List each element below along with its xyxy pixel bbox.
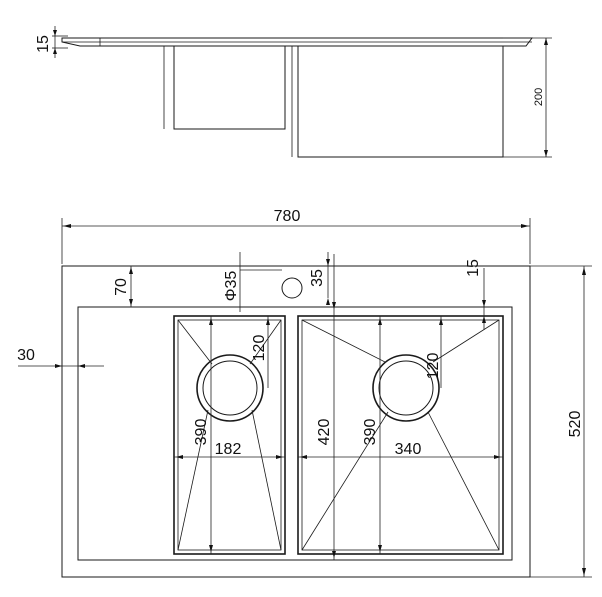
dim-right-drain-label: 120 [425, 353, 442, 380]
dim-right-390-arrow-top [378, 318, 382, 325]
top-view: 390 120 182 420 [17, 208, 592, 578]
dim-200-arrow-top [544, 38, 548, 45]
right-drain-inner [378, 360, 434, 416]
right-fold-tl [301, 319, 386, 363]
left-fold-tr [249, 319, 282, 365]
dim-right-420-arrow-bottom [332, 551, 336, 558]
dim-70-arrow-bottom [129, 299, 133, 306]
tap-hole [281, 277, 303, 299]
side-large-bowl [297, 46, 504, 158]
right-fold-br [427, 411, 500, 551]
dim-right-340-arrow-right [494, 455, 501, 459]
right-bowl-outer [297, 315, 504, 555]
dim-side-margin-label: 30 [17, 347, 35, 364]
left-bowl: 390 120 182 [173, 315, 286, 555]
left-drain-inner [202, 360, 258, 416]
dim-left-390-arrow-top [209, 318, 213, 325]
side-plate [61, 37, 533, 47]
left-fold-br [251, 409, 282, 551]
dim-520-arrow-top [582, 267, 586, 275]
dim-780-arrow-left [63, 224, 71, 228]
dim-total-width-label: 780 [274, 208, 301, 225]
dim-tap-offset-arrow-top [326, 259, 330, 266]
dim-15-arrow-top [53, 30, 57, 36]
dim-520-arrow-bottom [582, 568, 586, 576]
dim-thickness-label: 15 [35, 35, 52, 53]
dim-right-340-arrow-left [300, 455, 307, 459]
dim-right-120-arrow [439, 318, 443, 325]
dim-left-390-arrow-bottom [209, 545, 213, 552]
side-small-bowl [173, 46, 286, 130]
left-fold-bl [177, 409, 209, 551]
dim-right-390-arrow-bottom [378, 545, 382, 552]
plate-outline [61, 265, 531, 578]
right-bowl: 420 390 120 340 [297, 254, 504, 560]
dim-70-arrow-top [129, 267, 133, 274]
dim-30-arrow-left [55, 364, 62, 368]
dim-tap-hole-label: Φ35 [223, 271, 240, 302]
dim-right-outer-label: 420 [316, 419, 333, 446]
dim-left-drain-label: 120 [251, 335, 268, 362]
dim-left-width-label: 182 [215, 441, 242, 458]
side-view: 15 200 [35, 26, 552, 158]
dim-total-height-label: 520 [567, 411, 584, 438]
left-fold-tl [177, 319, 213, 365]
dim-left-182-arrow-right [276, 455, 283, 459]
left-drain-outer [196, 354, 264, 422]
dim-left-182-arrow-left [176, 455, 183, 459]
left-bowl-inner [177, 319, 282, 551]
dim-depth-label: 200 [533, 88, 545, 106]
right-drain-outer [372, 354, 440, 422]
dim-30-arrow-right [78, 364, 85, 368]
dim-left-length-label: 390 [193, 419, 210, 446]
dim-15-arrow-bottom [53, 48, 57, 54]
dim-top-margin-label: 70 [113, 278, 130, 296]
dim-left-120-arrow [266, 318, 270, 325]
dim-rim-arrow-top [482, 300, 486, 307]
right-fold-bl [301, 411, 389, 551]
dim-right-width-label: 340 [395, 441, 422, 458]
dim-tap-offset-label: 35 [309, 269, 326, 287]
dim-200-arrow-bottom [544, 150, 548, 157]
dim-right-420-arrow-top [332, 302, 336, 309]
left-bowl-outer [173, 315, 286, 555]
dim-780-arrow-right [521, 224, 529, 228]
right-bowl-inner [301, 319, 500, 551]
right-fold-tr [432, 319, 500, 363]
dim-right-length-label: 390 [362, 419, 379, 446]
rim-outline [77, 306, 513, 561]
dim-rim-label: 15 [465, 259, 482, 277]
dim-rim-arrow-bottom [482, 316, 486, 323]
dim-tap-offset-arrow-bottom [326, 298, 330, 305]
